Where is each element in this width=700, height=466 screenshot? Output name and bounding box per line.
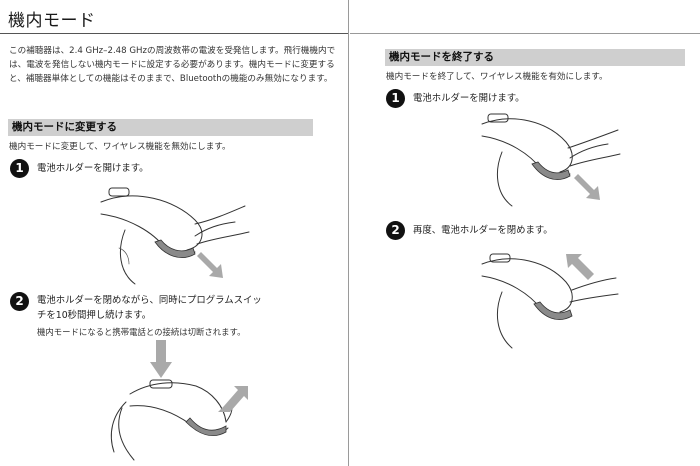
section-description-enable: 機内モードに変更して、ワイヤレス機能を無効にします。 bbox=[9, 142, 231, 152]
step-text-2-line1: 電池ホルダーを閉めながら、同時にプログラムスイッ bbox=[37, 295, 262, 306]
column-divider bbox=[348, 0, 349, 466]
page-title: 機内モード bbox=[8, 11, 96, 31]
section-heading-disable: 機内モードを終了する bbox=[385, 49, 685, 66]
step-number-2: 2 bbox=[10, 292, 29, 311]
step-number-2-right: 2 bbox=[386, 221, 405, 240]
step-text-2-right: 再度、電池ホルダーを閉めます。 bbox=[413, 225, 553, 236]
top-rule-right bbox=[350, 33, 700, 34]
step-text-2-line2: チを10秒間押し続けます。 bbox=[37, 310, 152, 321]
step-number-1: 1 bbox=[10, 159, 29, 178]
step-text-1-right: 電池ホルダーを開けます。 bbox=[413, 93, 525, 104]
step-text-1: 電池ホルダーを開けます。 bbox=[37, 163, 149, 174]
hearing-aid-open-holder-illustration-right bbox=[481, 113, 621, 207]
section-description-disable: 機内モードを終了して、ワイヤレス機能を有効にします。 bbox=[386, 72, 608, 82]
hearing-aid-close-holder-illustration-right bbox=[481, 253, 619, 349]
step-note-2: 機内モードになると携帯電話との接続は切断されます。 bbox=[37, 327, 246, 337]
hearing-aid-press-switch-illustration bbox=[110, 340, 248, 461]
section-heading-enable: 機内モードに変更する bbox=[8, 119, 313, 136]
step-number-1-right: 1 bbox=[386, 89, 405, 108]
title-rule bbox=[0, 33, 348, 34]
hearing-aid-open-holder-illustration bbox=[100, 187, 250, 285]
intro-paragraph: この補聴器は、2.4 GHz–2.48 GHzの周波数帯の電波を受発信します。飛… bbox=[9, 46, 336, 85]
